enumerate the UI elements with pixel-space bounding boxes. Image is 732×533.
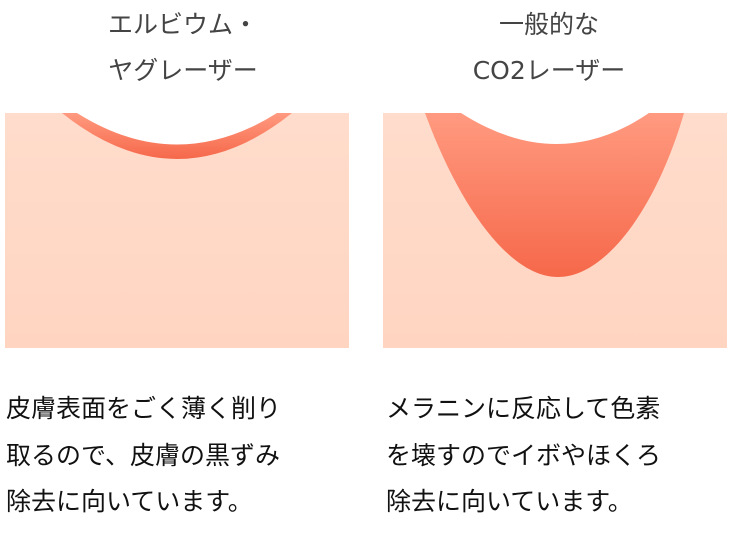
panel-description: メラニンに反応して色素 を壊すのでイボやほくろ 除去に向いています。 [386, 386, 661, 526]
panel-description: 皮膚表面をごく薄く削り 取るので、皮膚の黒ずみ 除去に向いています。 [6, 386, 281, 526]
description-line: 皮膚表面をごく薄く削り [6, 394, 282, 423]
skin-cross-section-icon [383, 113, 727, 348]
title-line: 一般的な [498, 10, 599, 39]
deep-ablation-diagram [383, 113, 727, 348]
description-line: メラニンに反応して色素 [386, 394, 661, 423]
description-line: 除去に向いています。 [6, 487, 253, 516]
co2-laser-panel: 一般的な CO2レーザー メラニンに反応して色素 を壊すのでイボやほくろ 除去に… [366, 0, 732, 533]
description-line: を壊すのでイボやほくろ [386, 440, 662, 470]
title-line: エルビウム・ [107, 10, 258, 39]
title-line: ヤグレーザー [108, 56, 258, 85]
skin-cross-section-icon [5, 113, 349, 348]
erbium-yag-panel: エルビウム・ ヤグレーザー 皮膚表面をごく薄く削り 取るので、皮膚の黒ずみ 除去… [0, 2, 366, 526]
title-line: CO2レーザー [472, 56, 626, 85]
description-line: 除去に向いています。 [386, 487, 633, 516]
panel-title: エルビウム・ ヤグレーザー [0, 2, 366, 94]
shallow-ablation-diagram [5, 113, 349, 348]
panel-title: 一般的な CO2レーザー [366, 2, 732, 94]
description-line: 取るので、皮膚の黒ずみ [6, 440, 281, 470]
